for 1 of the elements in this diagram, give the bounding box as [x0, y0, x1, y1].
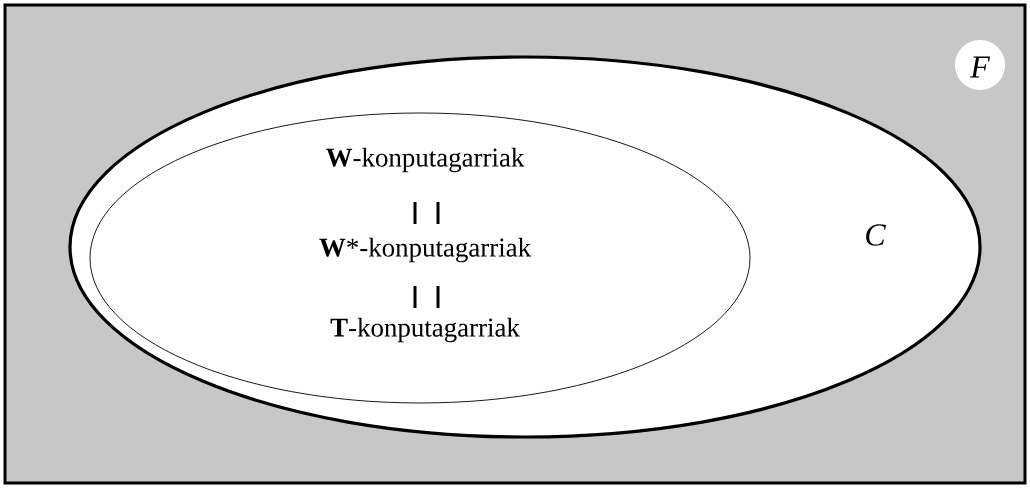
ellipse-region: W-konputagarriak W*-konputagarriak T-konputagarriak: [89, 112, 751, 404]
